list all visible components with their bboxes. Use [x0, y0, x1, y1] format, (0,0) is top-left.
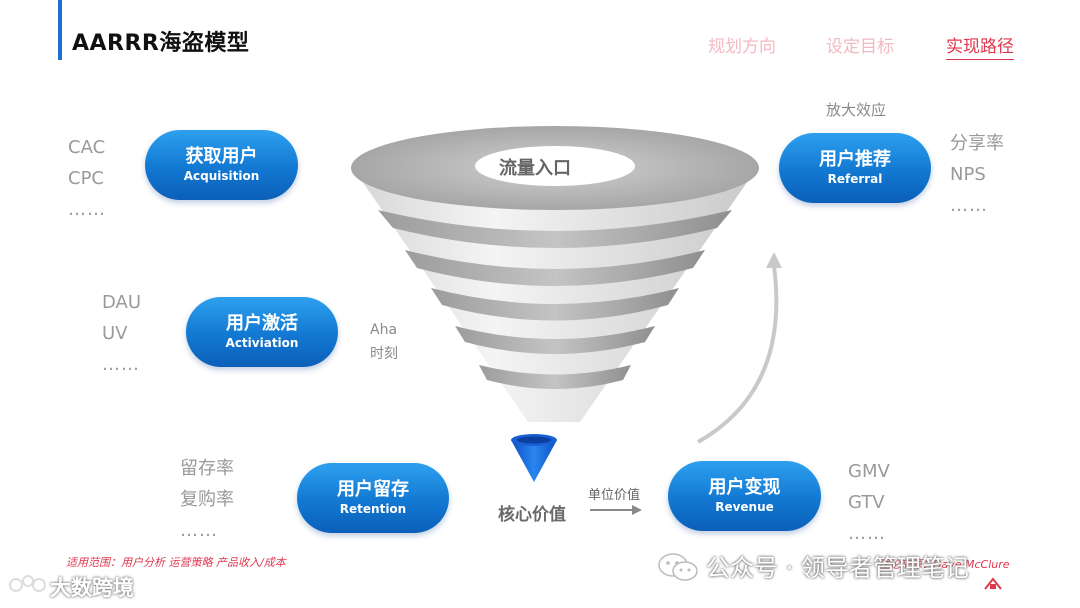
retention-en: Retention — [339, 502, 407, 516]
unit-value-label: 单位价值 — [588, 488, 641, 503]
page-title: AARRR海盗模型 — [72, 31, 250, 56]
core-value-icon — [511, 434, 557, 482]
metric-repurchase-rate: 复购率 — [180, 489, 234, 510]
unit-value-arrow-icon — [590, 505, 642, 515]
metric-ellipsis: …… — [848, 523, 886, 544]
acquisition-pill[interactable]: 获取用户 Acquisition — [145, 130, 298, 200]
revenue-zh: 用户变现 — [708, 477, 781, 498]
referral-en: Referral — [827, 172, 883, 186]
nav-set-goal[interactable]: 设定目标 — [826, 37, 894, 57]
retention-metrics: 留存率 复购率 …… — [180, 453, 234, 546]
scope-note: 适用范围：用户分析 运营策略 产品收入/成本 — [66, 556, 286, 569]
metric-cac: CAC — [68, 137, 106, 158]
metric-cpc: CPC — [68, 168, 104, 189]
funnel-ring-1 — [378, 210, 732, 248]
funnel-ring-5 — [479, 365, 631, 389]
metric-ellipsis: …… — [180, 520, 218, 541]
amplify-effect-note: 放大效应 — [826, 101, 887, 119]
metric-ellipsis: …… — [102, 354, 140, 375]
metric-dau: DAU — [102, 292, 142, 313]
watermark-right: 公众号 · 领导者管理笔记 — [706, 554, 969, 582]
wechat-icon — [658, 553, 698, 581]
metric-share-rate: 分享率 — [950, 133, 1004, 154]
funnel-ring-4 — [455, 326, 655, 354]
revenue-metrics: GMV GTV …… — [848, 456, 890, 549]
brand-logo-icon — [984, 577, 1002, 590]
nav-implementation-path[interactable]: 实现路径 — [946, 32, 1014, 60]
aha-line-2: 时刻 — [370, 346, 398, 362]
funnel-graphic — [351, 126, 759, 422]
watermark-left: 大数跨境 — [50, 576, 134, 600]
activation-en: Activiation — [225, 336, 299, 350]
funnel-top-label: 流量入口 — [499, 158, 571, 179]
metric-uv: UV — [102, 323, 128, 344]
metric-gtv: GTV — [848, 492, 885, 513]
metric-ellipsis: …… — [68, 199, 106, 220]
activation-zh: 用户激活 — [226, 313, 298, 334]
metric-nps: NPS — [950, 164, 986, 185]
retention-zh: 用户留存 — [337, 479, 409, 500]
referral-pill[interactable]: 用户推荐 Referral — [779, 133, 931, 203]
referral-metrics: 分享率 NPS …… — [950, 128, 1004, 221]
revenue-en: Revenue — [715, 500, 774, 514]
referral-zh: 用户推荐 — [819, 149, 891, 170]
activation-metrics: DAU UV …… — [102, 287, 141, 380]
core-value-label: 核心价值 — [498, 505, 566, 525]
acquisition-en: Acquisition — [183, 169, 260, 183]
activation-pill[interactable]: 用户激活 Activiation — [186, 297, 338, 367]
metric-ellipsis: …… — [950, 195, 988, 216]
acquisition-zh: 获取用户 — [185, 146, 258, 167]
acquisition-metrics: CAC CPC …… — [68, 132, 106, 225]
funnel-ring-2 — [405, 250, 705, 286]
retention-pill[interactable]: 用户留存 Retention — [297, 463, 449, 533]
curved-arrow-icon — [697, 252, 782, 444]
aha-moment-note: Aha 时刻 — [370, 318, 398, 366]
metric-gmv: GMV — [848, 461, 890, 482]
title-accent-bar — [58, 0, 62, 60]
nav-plan-direction[interactable]: 规划方向 — [708, 37, 776, 57]
metric-retention-rate: 留存率 — [180, 458, 234, 479]
watermark-logo-icon — [9, 575, 46, 592]
theory-source-note: 理论来源：Dave McClure — [878, 558, 1010, 571]
funnel-top-opening — [475, 146, 635, 186]
funnel-ring-3 — [431, 288, 679, 321]
revenue-pill[interactable]: 用户变现 Revenue — [668, 461, 821, 531]
aha-line-1: Aha — [370, 322, 398, 338]
